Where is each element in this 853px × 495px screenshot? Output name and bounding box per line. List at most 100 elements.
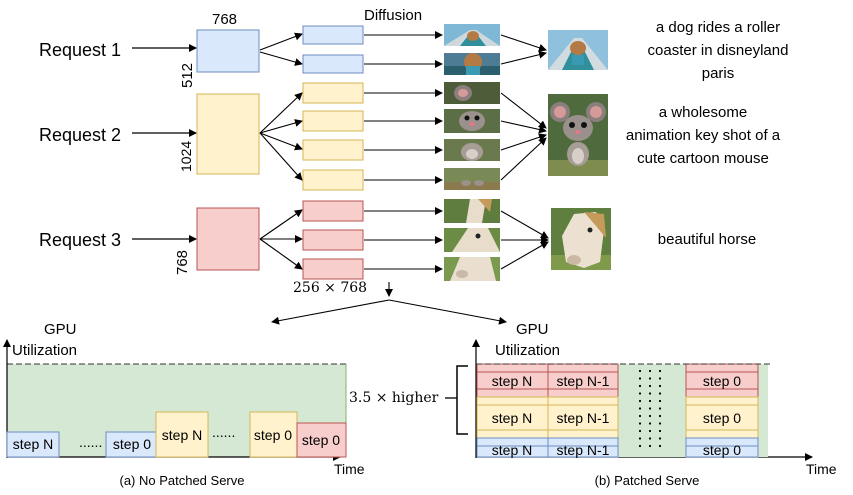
request-2-patch xyxy=(302,82,364,104)
horse-patch-image xyxy=(444,199,500,223)
ellipsis-dot xyxy=(648,444,652,448)
request-1-split-arrow-2 xyxy=(259,51,303,66)
left-step-block xyxy=(6,431,60,458)
ellipsis-dot xyxy=(638,414,642,418)
request-3-split-arrow xyxy=(259,209,303,240)
request-2-merge-arrow xyxy=(500,133,547,151)
request-1-merge-arrow xyxy=(500,34,547,52)
request-1-prompt-line: paris xyxy=(702,65,735,82)
request-2-merge-arrow xyxy=(500,137,547,181)
ellipsis-dot xyxy=(658,392,662,395)
request-2-patch xyxy=(302,139,364,161)
right-step-block xyxy=(547,388,619,398)
ellipsis-dot xyxy=(638,384,642,388)
right-chart-capacity-area xyxy=(758,364,768,457)
cartoon-mouse-patch-image xyxy=(444,168,500,190)
request-3-merge-arrow xyxy=(500,210,549,239)
right-step-block xyxy=(476,388,549,398)
left-step-ellipsis: ...... xyxy=(212,424,235,440)
request-2-merge-arrow xyxy=(500,120,547,134)
ellipsis-dot xyxy=(658,384,662,388)
ellipsis-dot xyxy=(648,369,652,373)
right-step-block xyxy=(547,363,619,373)
right-step-label: step N-1 xyxy=(557,410,610,426)
ellipsis-dot xyxy=(648,429,652,433)
request-1-split-arrow-1 xyxy=(259,32,303,51)
left-step-label: step N xyxy=(13,436,53,452)
right-step-block xyxy=(685,429,759,439)
request-2-split-arrow xyxy=(259,132,303,181)
split-arrow-left xyxy=(271,299,390,325)
right-chart-y-label: GPU xyxy=(516,321,549,338)
left-step-label: step 0 xyxy=(113,436,151,452)
ellipsis-dot xyxy=(638,407,642,410)
request-3-label: Request 3 xyxy=(39,230,121,250)
left-chart-x-label: Time xyxy=(334,461,365,477)
right-chart-capacity-area xyxy=(618,364,686,457)
request-2-height: 1024 xyxy=(178,141,194,172)
request-3-patch xyxy=(302,200,364,222)
left-chart-y-label: GPU xyxy=(44,321,77,338)
ellipsis-dot xyxy=(638,399,642,403)
right-step-block xyxy=(547,396,619,406)
patched-serve-chart: GPU Utilization step N step N step N xyxy=(472,321,837,488)
request-2-row: Request 2 1024 xyxy=(39,82,781,191)
ellipsis-dot xyxy=(658,414,662,418)
request-3-merge-arrow xyxy=(500,241,549,270)
dog-roller-coaster-patch-image xyxy=(444,53,500,75)
request-3-split-arrow xyxy=(259,238,303,270)
ellipsis-dot xyxy=(648,414,652,418)
right-step-label: step 0 xyxy=(703,442,741,458)
right-step-label: step 0 xyxy=(703,373,741,389)
left-chart-caption: (a) No Patched Serve xyxy=(119,473,244,488)
right-step-label: step 0 xyxy=(703,410,741,426)
request-2-split-arrow xyxy=(259,119,303,134)
comparison-label: 3.5 × higher xyxy=(349,390,439,406)
request-2-split-arrow xyxy=(259,92,303,134)
diffusion-label: Diffusion xyxy=(364,7,422,24)
ellipsis-dot xyxy=(648,392,652,395)
ellipsis-dot xyxy=(648,399,652,403)
ellipsis-dot xyxy=(658,444,662,448)
dog-roller-coaster-full-image xyxy=(548,30,608,70)
right-chart-y-label: Utilization xyxy=(495,342,560,359)
right-step-block xyxy=(476,396,549,406)
request-1-prompt-line: a dog rides a roller xyxy=(656,19,780,36)
request-2-merge-arrow xyxy=(500,92,547,129)
request-1-row: Request 1 768 512 xyxy=(39,11,788,88)
right-step-label: step N xyxy=(492,442,532,458)
request-3-row: Request 3 768 xyxy=(39,199,756,281)
ellipsis-dot xyxy=(648,422,652,425)
ellipsis-dot xyxy=(658,407,662,410)
right-step-block xyxy=(685,396,759,406)
right-chart-caption: (b) Patched Serve xyxy=(595,473,700,488)
right-step-label: step N xyxy=(492,373,532,389)
left-chart-y-label: Utilization xyxy=(12,342,77,359)
request-2-label: Request 2 xyxy=(39,125,121,145)
ellipsis-dot xyxy=(658,399,662,403)
right-step-column: step 0 step 0 step 0 xyxy=(685,363,759,458)
request-2-prompt-line: cute cartoon mouse xyxy=(637,150,769,167)
right-step-block xyxy=(547,404,619,431)
request-2-prompt-line: a wholesome xyxy=(659,104,747,121)
ellipsis-dot xyxy=(638,437,642,440)
no-patched-serve-chart: GPU Utilization step N ...... step 0 ste… xyxy=(3,321,365,488)
ellipsis-dot xyxy=(648,407,652,410)
cartoon-mouse-patch-image xyxy=(444,139,500,161)
ellipsis-dot xyxy=(658,437,662,440)
right-step-block xyxy=(476,429,549,439)
left-step-block xyxy=(249,411,298,458)
request-2-split-arrow xyxy=(259,132,303,151)
request-2-patch xyxy=(302,110,364,132)
ellipsis-dot xyxy=(658,429,662,433)
ellipsis-dot xyxy=(638,444,642,448)
left-step-block xyxy=(155,411,209,458)
request-1-width: 768 xyxy=(212,11,237,28)
request-3-patch xyxy=(302,229,364,251)
right-step-label: step N xyxy=(492,410,532,426)
ellipsis-dot xyxy=(638,392,642,395)
request-3-patch xyxy=(302,258,364,280)
request-2-image-block xyxy=(196,93,260,175)
right-step-block xyxy=(685,363,759,373)
cartoon-mouse-patch-image xyxy=(444,82,500,104)
